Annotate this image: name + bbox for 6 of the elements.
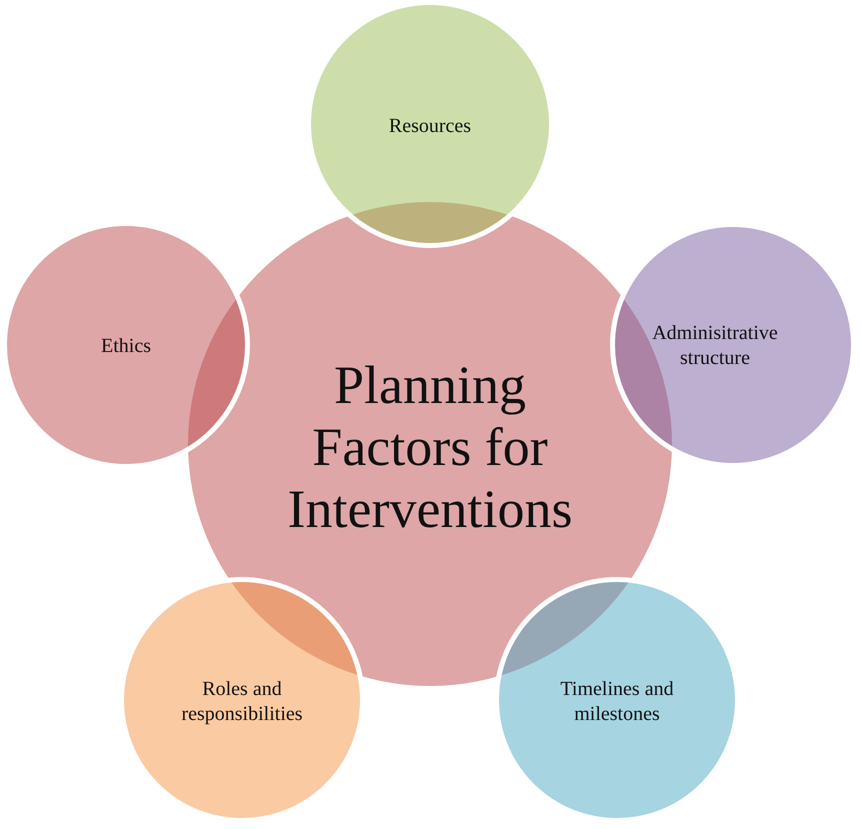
circle-label: Adminisitrative structure xyxy=(651,321,779,371)
circle-label: Timelines and milestones xyxy=(559,677,675,727)
circle-label: Resources xyxy=(388,114,472,138)
center-title: Planning Factors for Interventions xyxy=(286,354,574,540)
circle-label: Roles and responsibilities xyxy=(180,677,304,727)
circle-label: Ethics xyxy=(100,334,152,358)
